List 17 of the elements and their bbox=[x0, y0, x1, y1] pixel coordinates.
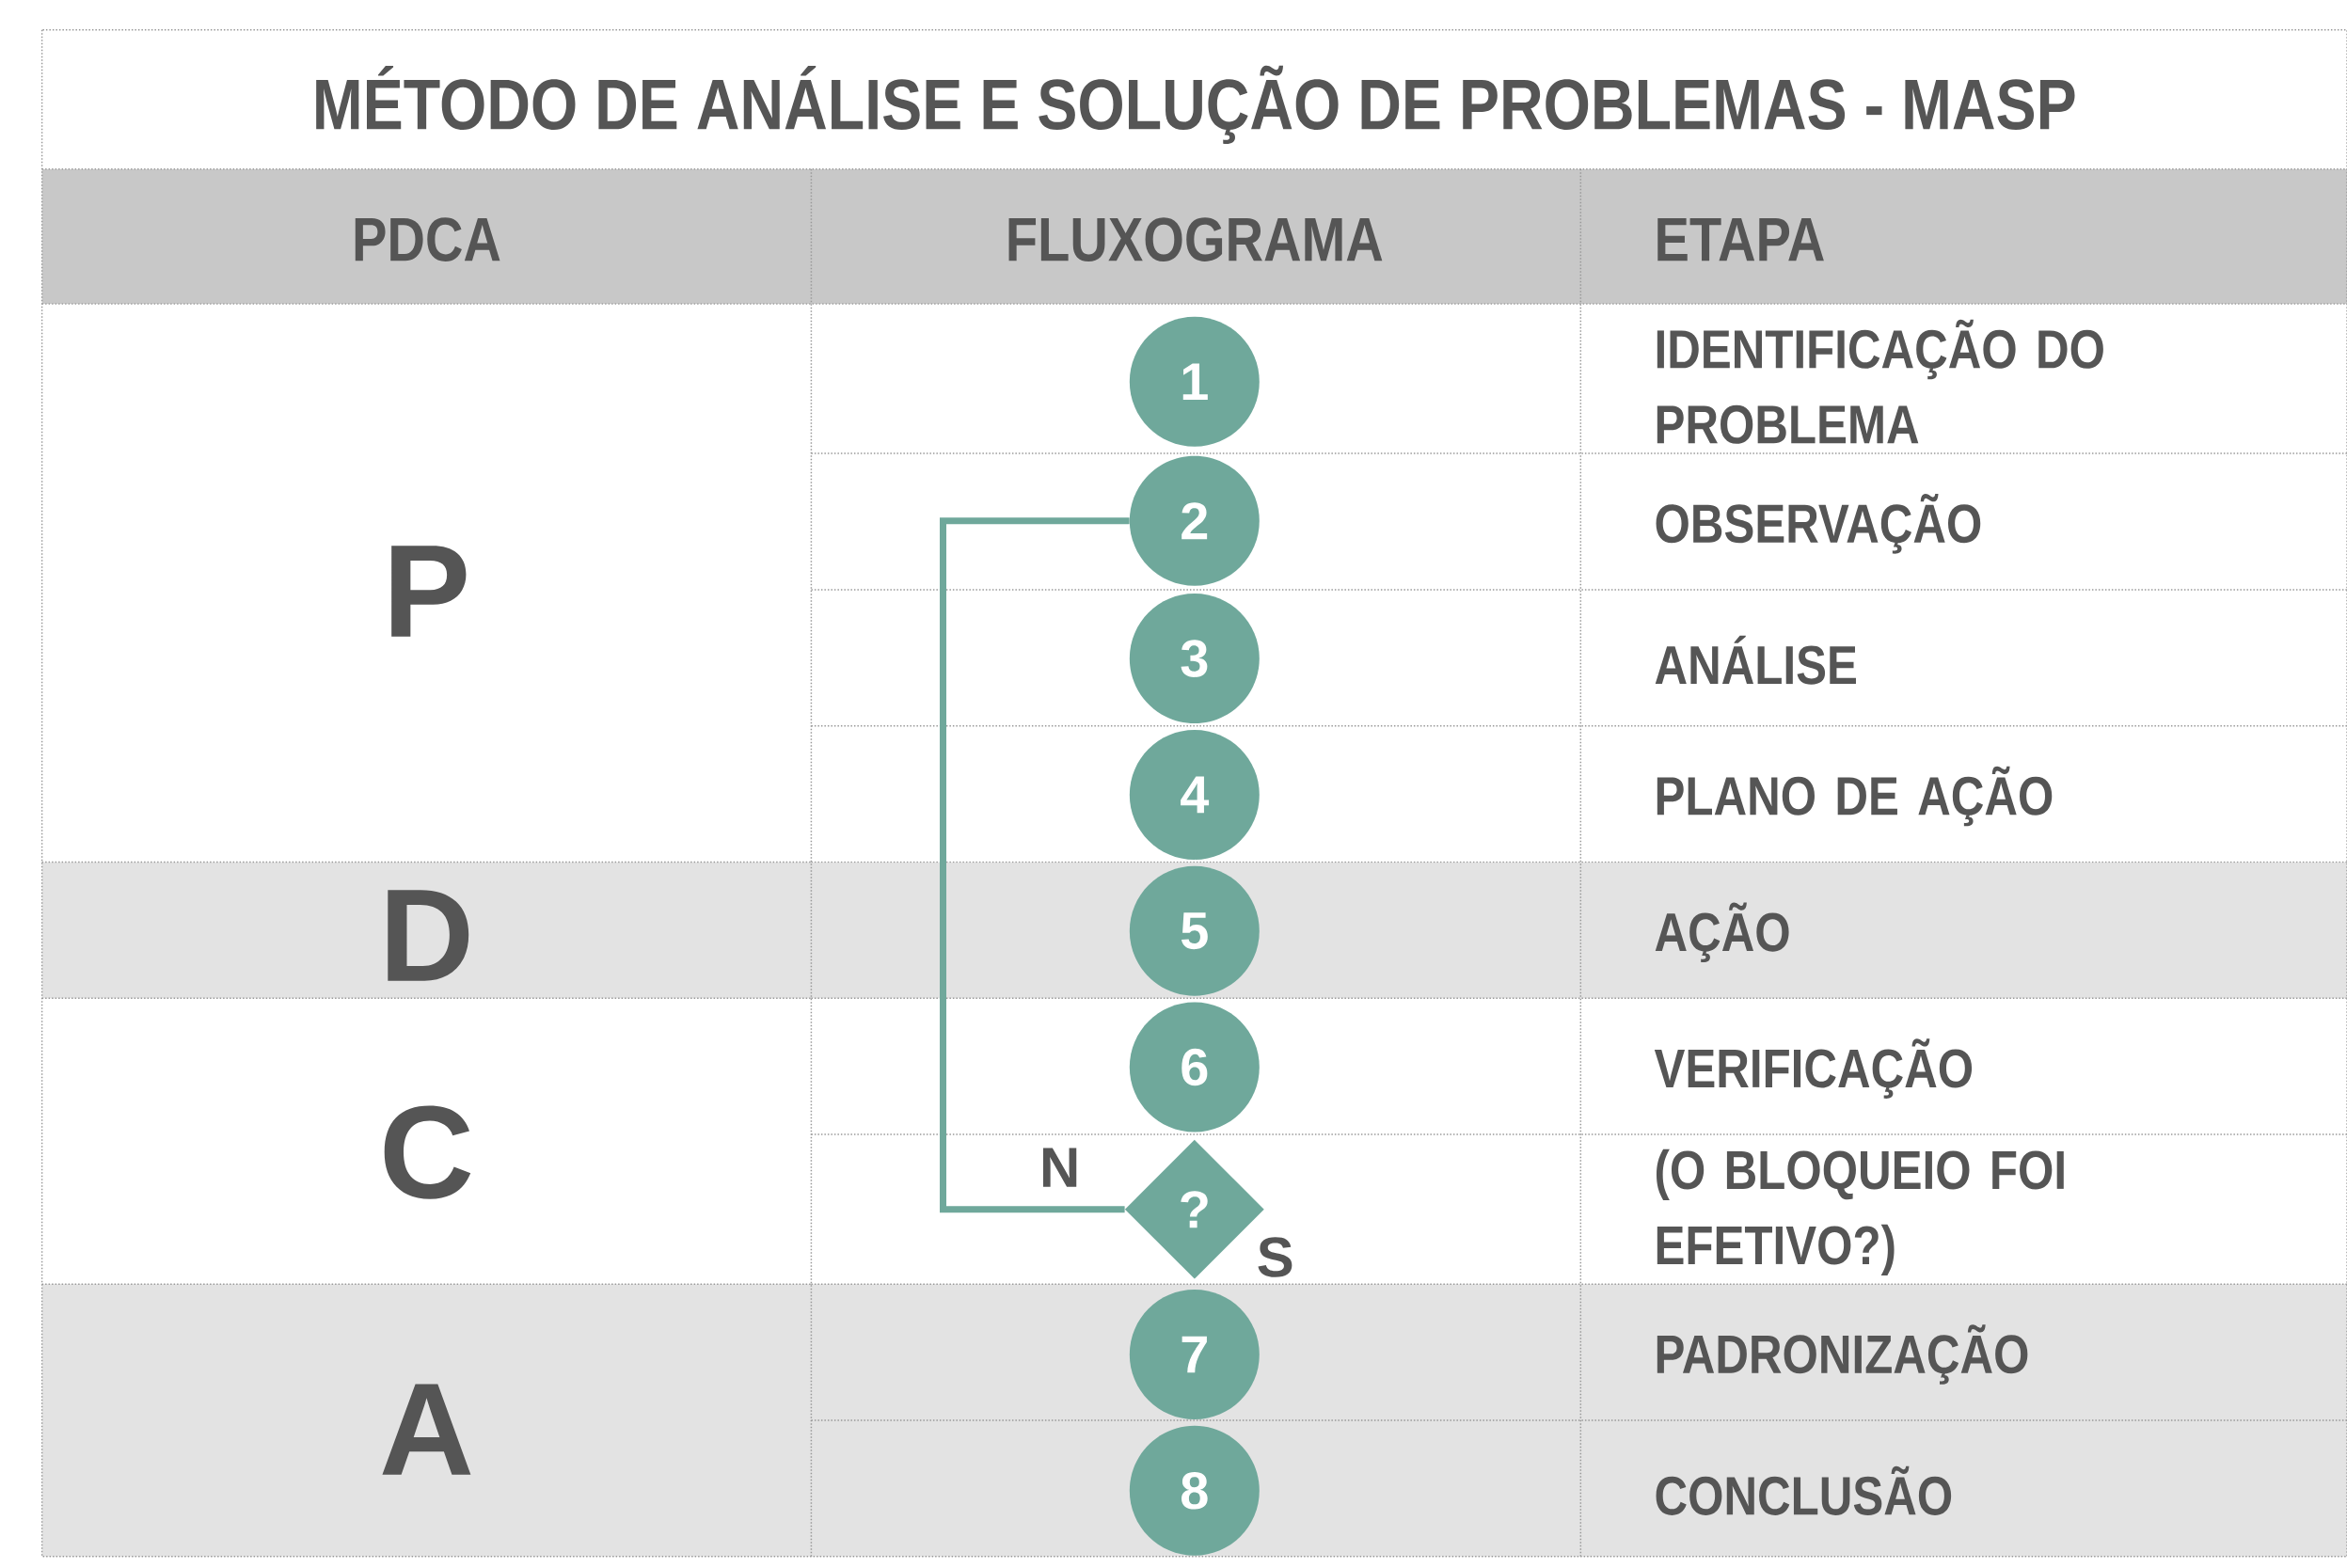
step-name: IDENTIFICAÇÃO DO PROBLEMA bbox=[1657, 319, 2103, 444]
step-name: PADRONIZAÇÃO bbox=[1657, 1324, 2028, 1385]
step-name: CONCLUSÃO bbox=[1656, 1465, 1952, 1515]
step-name: VERIFICAÇÃO bbox=[1654, 1038, 1973, 1099]
pdca-letter: C bbox=[384, 1105, 471, 1199]
step-name: OBSERVAÇÃO bbox=[1656, 494, 1981, 554]
title: MÉTODO DE ANÁLISE E SOLUÇÃO DE PROBLEMAS - MASP bbox=[316, 65, 2075, 145]
step-name: ANÁLISE bbox=[1655, 635, 1856, 685]
column-header: ETAPA bbox=[1657, 217, 1824, 261]
pdca-letter: D bbox=[388, 890, 469, 981]
step-name: (O BLOQUEIO FOI EFETIVO?) bbox=[1657, 1148, 2064, 1275]
edge-label: N bbox=[1042, 1148, 1077, 1187]
step-name: AÇÃO bbox=[1655, 902, 1789, 963]
pdca-letter: A bbox=[382, 1384, 471, 1475]
step-name: PLANO DE AÇÃO bbox=[1657, 766, 2053, 827]
column-header: PDCA bbox=[355, 217, 500, 261]
pdca-letter: P bbox=[391, 546, 467, 637]
